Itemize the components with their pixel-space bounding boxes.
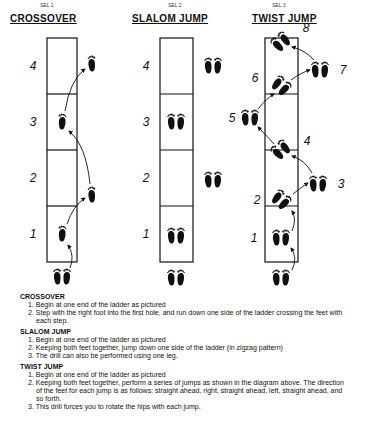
- drill-tag: SEL 2: [168, 3, 181, 8]
- instruction-step: 1. Begin at one end of the ladder as pic…: [20, 336, 350, 344]
- instruction-step: 2. Keeping both feet together, perform a…: [20, 379, 350, 403]
- cell-number: 1: [30, 228, 37, 240]
- ladder: [160, 38, 193, 262]
- ladder: [265, 38, 298, 262]
- instruction-step: 1. Begin at one end of the ladder as pic…: [20, 301, 350, 309]
- drill-tag: SEL 3: [272, 3, 285, 8]
- instruction-step: 2. Keeping both feet together, jump down…: [20, 344, 350, 352]
- section-heading: TWIST JUMP: [20, 363, 350, 371]
- cell-number: 1: [143, 228, 150, 240]
- jump-number: 1: [251, 232, 258, 244]
- instructions: CROSSOVER1. Begin at one end of the ladd…: [20, 290, 350, 411]
- jump-number: 5: [229, 112, 236, 124]
- jump-number: 8: [303, 22, 310, 34]
- ladder: [47, 38, 77, 262]
- footprints: [53, 56, 95, 285]
- cell-number: 3: [143, 116, 150, 128]
- jump-number: 7: [340, 64, 347, 76]
- jump-number: 2: [254, 194, 261, 206]
- jump-number: 3: [338, 178, 345, 190]
- cell-number: 4: [30, 60, 37, 72]
- section-heading: CROSSOVER: [20, 293, 350, 301]
- instruction-step: 3. The drill can also be performed using…: [20, 352, 350, 360]
- cell-number: 2: [143, 172, 150, 184]
- jump-arrow: [258, 47, 314, 270]
- jump-number: 4: [304, 135, 311, 147]
- footprints: [241, 30, 329, 286]
- cell-number: 3: [30, 116, 37, 128]
- drill-title: SLALOM JUMP: [132, 14, 208, 24]
- footprints: [167, 58, 222, 286]
- cell-number: 2: [30, 172, 37, 184]
- step-arrow: [65, 69, 90, 268]
- cell-number: 4: [143, 60, 150, 72]
- drill-title: CROSSOVER: [10, 14, 77, 24]
- instruction-step: 1. Begin at one end of the ladder as pic…: [20, 371, 350, 379]
- drill-tag: SEL 1: [40, 3, 53, 8]
- instruction-step: 2. Step with the right foot into the fir…: [20, 309, 350, 325]
- instruction-step: 3. This drill forces you to rotate the h…: [20, 403, 350, 411]
- jump-number: 6: [252, 72, 259, 84]
- section-heading: SLALOM JUMP: [20, 328, 350, 336]
